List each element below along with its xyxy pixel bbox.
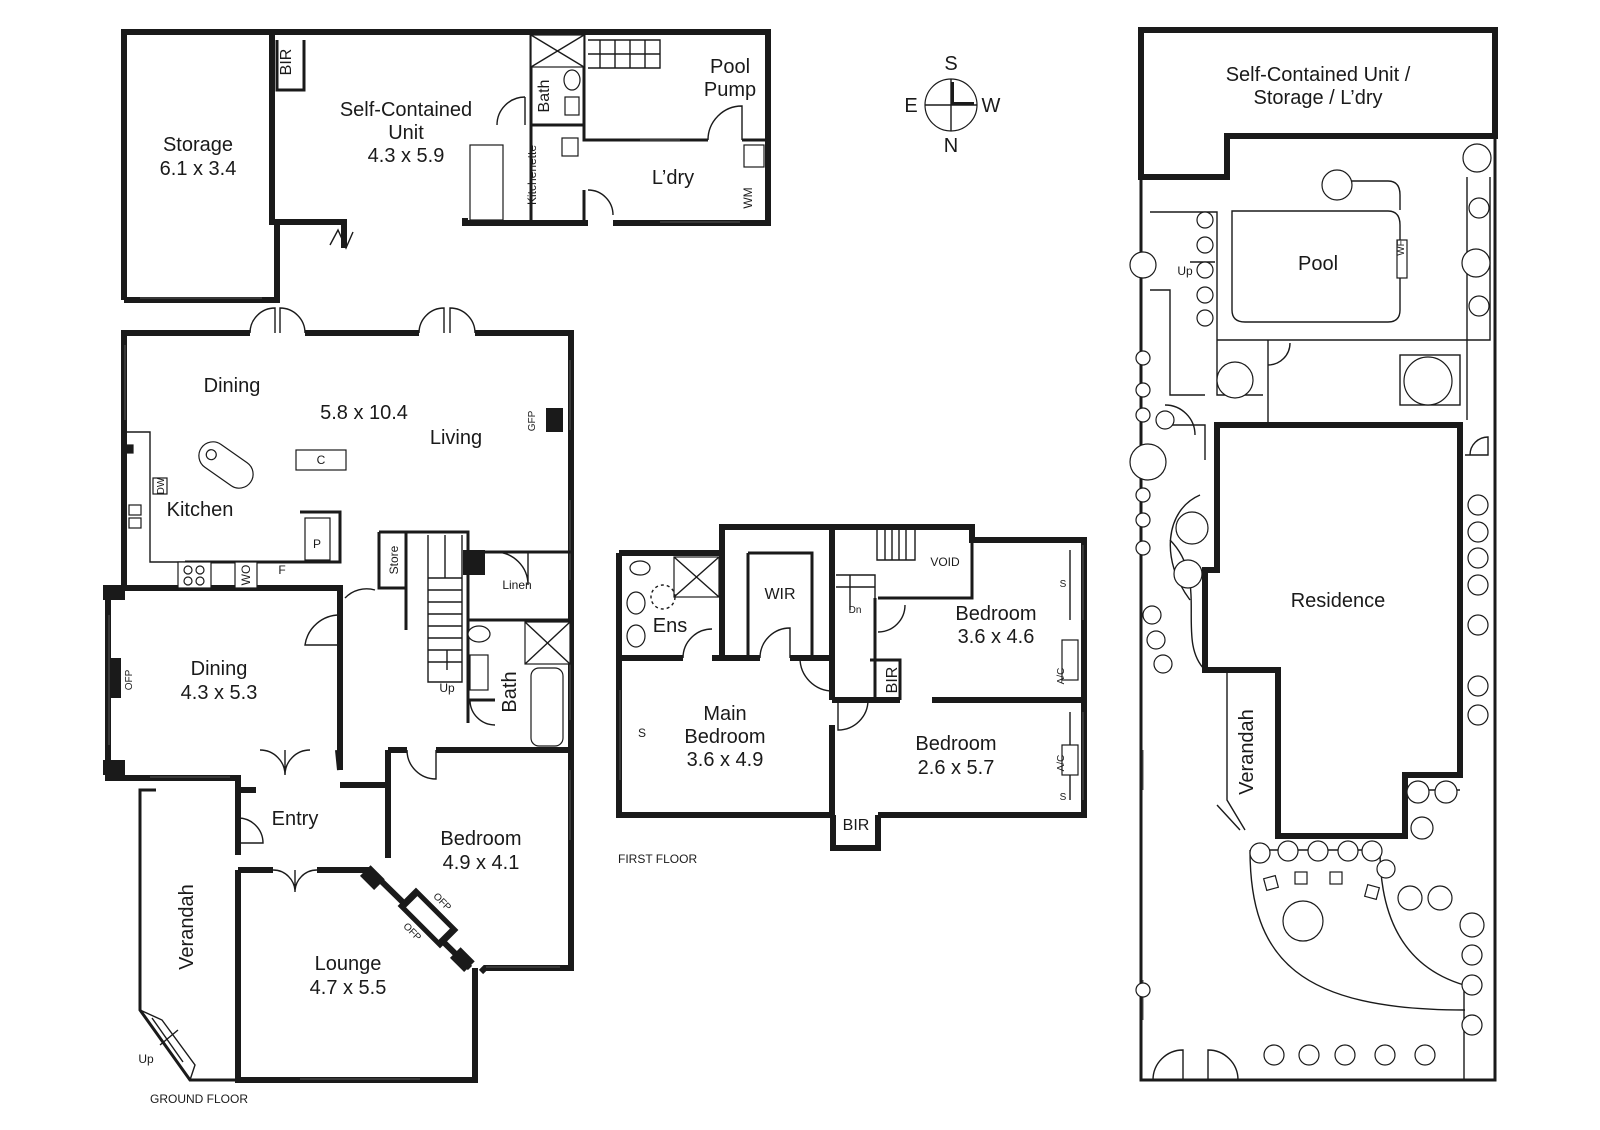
verandah-up-label: Up bbox=[138, 1052, 154, 1066]
main-bedroom-label-1: Main bbox=[703, 703, 746, 725]
site-unit-label-2: Storage / L’dry bbox=[1254, 87, 1383, 109]
bedroom-size: 4.9 x 4.1 bbox=[443, 852, 520, 874]
tree-icon bbox=[1129, 143, 1492, 1066]
site-up-label: Up bbox=[1177, 264, 1193, 278]
void-label: VOID bbox=[930, 555, 960, 569]
first-floor-bir-label: BIR bbox=[843, 817, 870, 834]
bedroom-label: Bedroom bbox=[440, 828, 521, 850]
main-bedroom-label-2: Bedroom bbox=[684, 726, 765, 748]
compass-s: S bbox=[944, 53, 957, 75]
living-label: Living bbox=[430, 427, 482, 449]
main-bedroom-size: 3.6 x 4.9 bbox=[687, 749, 764, 771]
pantry-label: P bbox=[313, 537, 321, 551]
wo-label: WO bbox=[239, 565, 253, 586]
bedroom1-size: 3.6 x 4.6 bbox=[958, 626, 1035, 648]
stairs-dn-label: Dn bbox=[849, 605, 862, 616]
kitchen-label: Kitchen bbox=[167, 499, 234, 521]
wm-label: WM bbox=[741, 187, 755, 208]
ground-floor-plan bbox=[103, 307, 574, 1083]
site-plan bbox=[1129, 27, 1498, 1082]
living-size: 5.8 x 10.4 bbox=[320, 402, 408, 424]
first-floor-plan bbox=[616, 524, 1087, 851]
bedroom2-size: 2.6 x 5.7 bbox=[918, 757, 995, 779]
dining-ofp-label: OFP bbox=[124, 669, 135, 690]
bedroom2-label: Bedroom bbox=[915, 733, 996, 755]
laundry-label: L’dry bbox=[652, 167, 694, 189]
stairs-up-label: Up bbox=[439, 681, 455, 695]
compass-e: E bbox=[904, 95, 917, 117]
lounge-size: 4.7 x 5.5 bbox=[310, 977, 387, 999]
dining-size: 4.3 x 5.3 bbox=[181, 682, 258, 704]
bedroom2-s-label: S bbox=[1060, 792, 1067, 803]
bedroom1-bir-label: BIR bbox=[884, 667, 901, 694]
rear-building bbox=[121, 29, 771, 303]
pool-label: Pool bbox=[1298, 253, 1338, 275]
site-unit-label-1: Self-Contained Unit / bbox=[1226, 64, 1411, 86]
storage-label: Storage bbox=[163, 134, 233, 156]
c-label: C bbox=[317, 453, 326, 467]
gfp-label: GFP bbox=[527, 410, 538, 431]
pool-pump-label-1: Pool bbox=[710, 56, 750, 78]
ground-floor-title: GROUND FLOOR bbox=[150, 1092, 248, 1106]
lounge-label: Lounge bbox=[315, 953, 382, 975]
unit-bath-label: Bath bbox=[536, 80, 553, 113]
pool-pump-label-2: Pump bbox=[704, 79, 756, 101]
verandah-label: Verandah bbox=[176, 884, 198, 970]
wf-label: WF bbox=[1396, 240, 1407, 256]
ensuite-label: Ens bbox=[653, 615, 687, 637]
bedroom2-ac-label: A/C bbox=[1056, 755, 1067, 772]
storage-size: 6.1 x 3.4 bbox=[160, 158, 237, 180]
bedroom1-s-label: S bbox=[1060, 579, 1067, 590]
bedroom1-label: Bedroom bbox=[955, 603, 1036, 625]
bedroom1-ac-label: A/C bbox=[1056, 668, 1067, 685]
main-bedroom-s-label: S bbox=[638, 726, 646, 740]
dining-label: Dining bbox=[191, 658, 248, 680]
dw-label: DW bbox=[156, 477, 167, 494]
unit-label-1: Self-Contained bbox=[340, 99, 472, 121]
unit-label-2: Unit bbox=[388, 122, 424, 144]
wir-label: WIR bbox=[764, 586, 795, 603]
residence-label: Residence bbox=[1291, 590, 1386, 612]
compass-icon bbox=[924, 78, 978, 132]
kitchenette-label: Kitchenette bbox=[525, 145, 539, 205]
unit-bir-label: BIR bbox=[278, 49, 295, 76]
dining-top-label: Dining bbox=[204, 375, 261, 397]
unit-size: 4.3 x 5.9 bbox=[368, 145, 445, 167]
compass-n: N bbox=[944, 135, 958, 157]
bath-label: Bath bbox=[499, 671, 521, 712]
store-label: Store bbox=[387, 545, 401, 574]
compass-w: W bbox=[982, 95, 1001, 117]
linen-label: Linen bbox=[502, 578, 531, 592]
fridge-label: F bbox=[278, 563, 285, 577]
first-floor-title: FIRST FLOOR bbox=[618, 852, 697, 866]
entry-label: Entry bbox=[272, 808, 319, 830]
site-verandah-label: Verandah bbox=[1236, 709, 1258, 795]
